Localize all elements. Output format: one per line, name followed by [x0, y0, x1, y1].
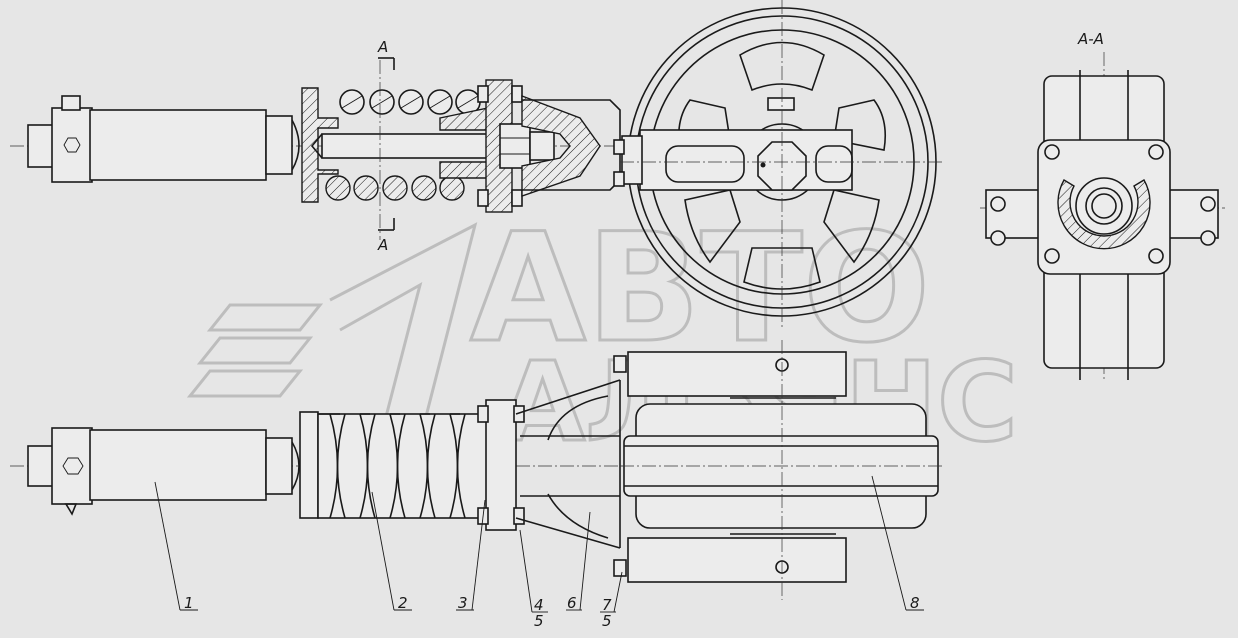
- callout-3: 3: [456, 499, 486, 612]
- section-title: A-A: [1077, 30, 1104, 48]
- callout-7: 7 5: [600, 571, 623, 630]
- callout-2-label: 2: [398, 594, 408, 612]
- callout-6: 6: [566, 511, 591, 612]
- top-view: A A: [10, 0, 945, 330]
- callout-4-label: 4: [534, 596, 544, 614]
- section-letter-top: A: [377, 38, 388, 56]
- callout-8-label: 8: [910, 594, 920, 612]
- callout-2: 2: [371, 491, 412, 612]
- callout-7-sub: 5: [602, 612, 612, 630]
- section-marker-bottom: A: [377, 218, 395, 254]
- callout-3-label: 3: [458, 594, 468, 612]
- callout-4: 4 5: [519, 529, 548, 630]
- callout-6-label: 6: [567, 594, 577, 612]
- callout-4-sub: 5: [534, 612, 544, 630]
- section-marker-top: A: [377, 38, 395, 70]
- spring-coils-side: [317, 413, 489, 519]
- bottom-view: [10, 340, 945, 600]
- callouts: 1 2 3 4 5 6 7 5: [154, 475, 924, 630]
- callout-7-label: 7: [602, 596, 612, 614]
- callout-1-label: 1: [184, 594, 194, 612]
- spring-coils-section: [325, 89, 481, 201]
- section-view-a-a: A-A: [980, 30, 1225, 380]
- callout-1: 1: [154, 481, 198, 612]
- section-letter-bottom: A: [377, 236, 388, 254]
- callout-8: 8: [871, 475, 924, 612]
- watermark-logo: [186, 222, 478, 442]
